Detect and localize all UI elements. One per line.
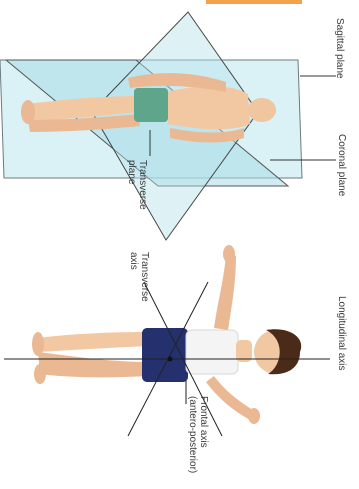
sagittal-plane-label: Sagittal plane — [334, 18, 345, 79]
frontal-axis-label: Frontal axis (antero-posterior) — [187, 396, 209, 473]
body-figure-axes — [32, 245, 301, 424]
transverse-plane-label: Transverse plane — [126, 160, 148, 210]
axes-intersection — [168, 357, 173, 362]
longitudinal-axis-label: Longitudinal axis — [336, 296, 347, 371]
transverse-axis-label: Transverse axis — [128, 252, 150, 302]
planes-figure — [0, 12, 336, 240]
axes-figure — [4, 245, 330, 436]
coronal-plane-label: Coronal plane — [336, 134, 347, 196]
